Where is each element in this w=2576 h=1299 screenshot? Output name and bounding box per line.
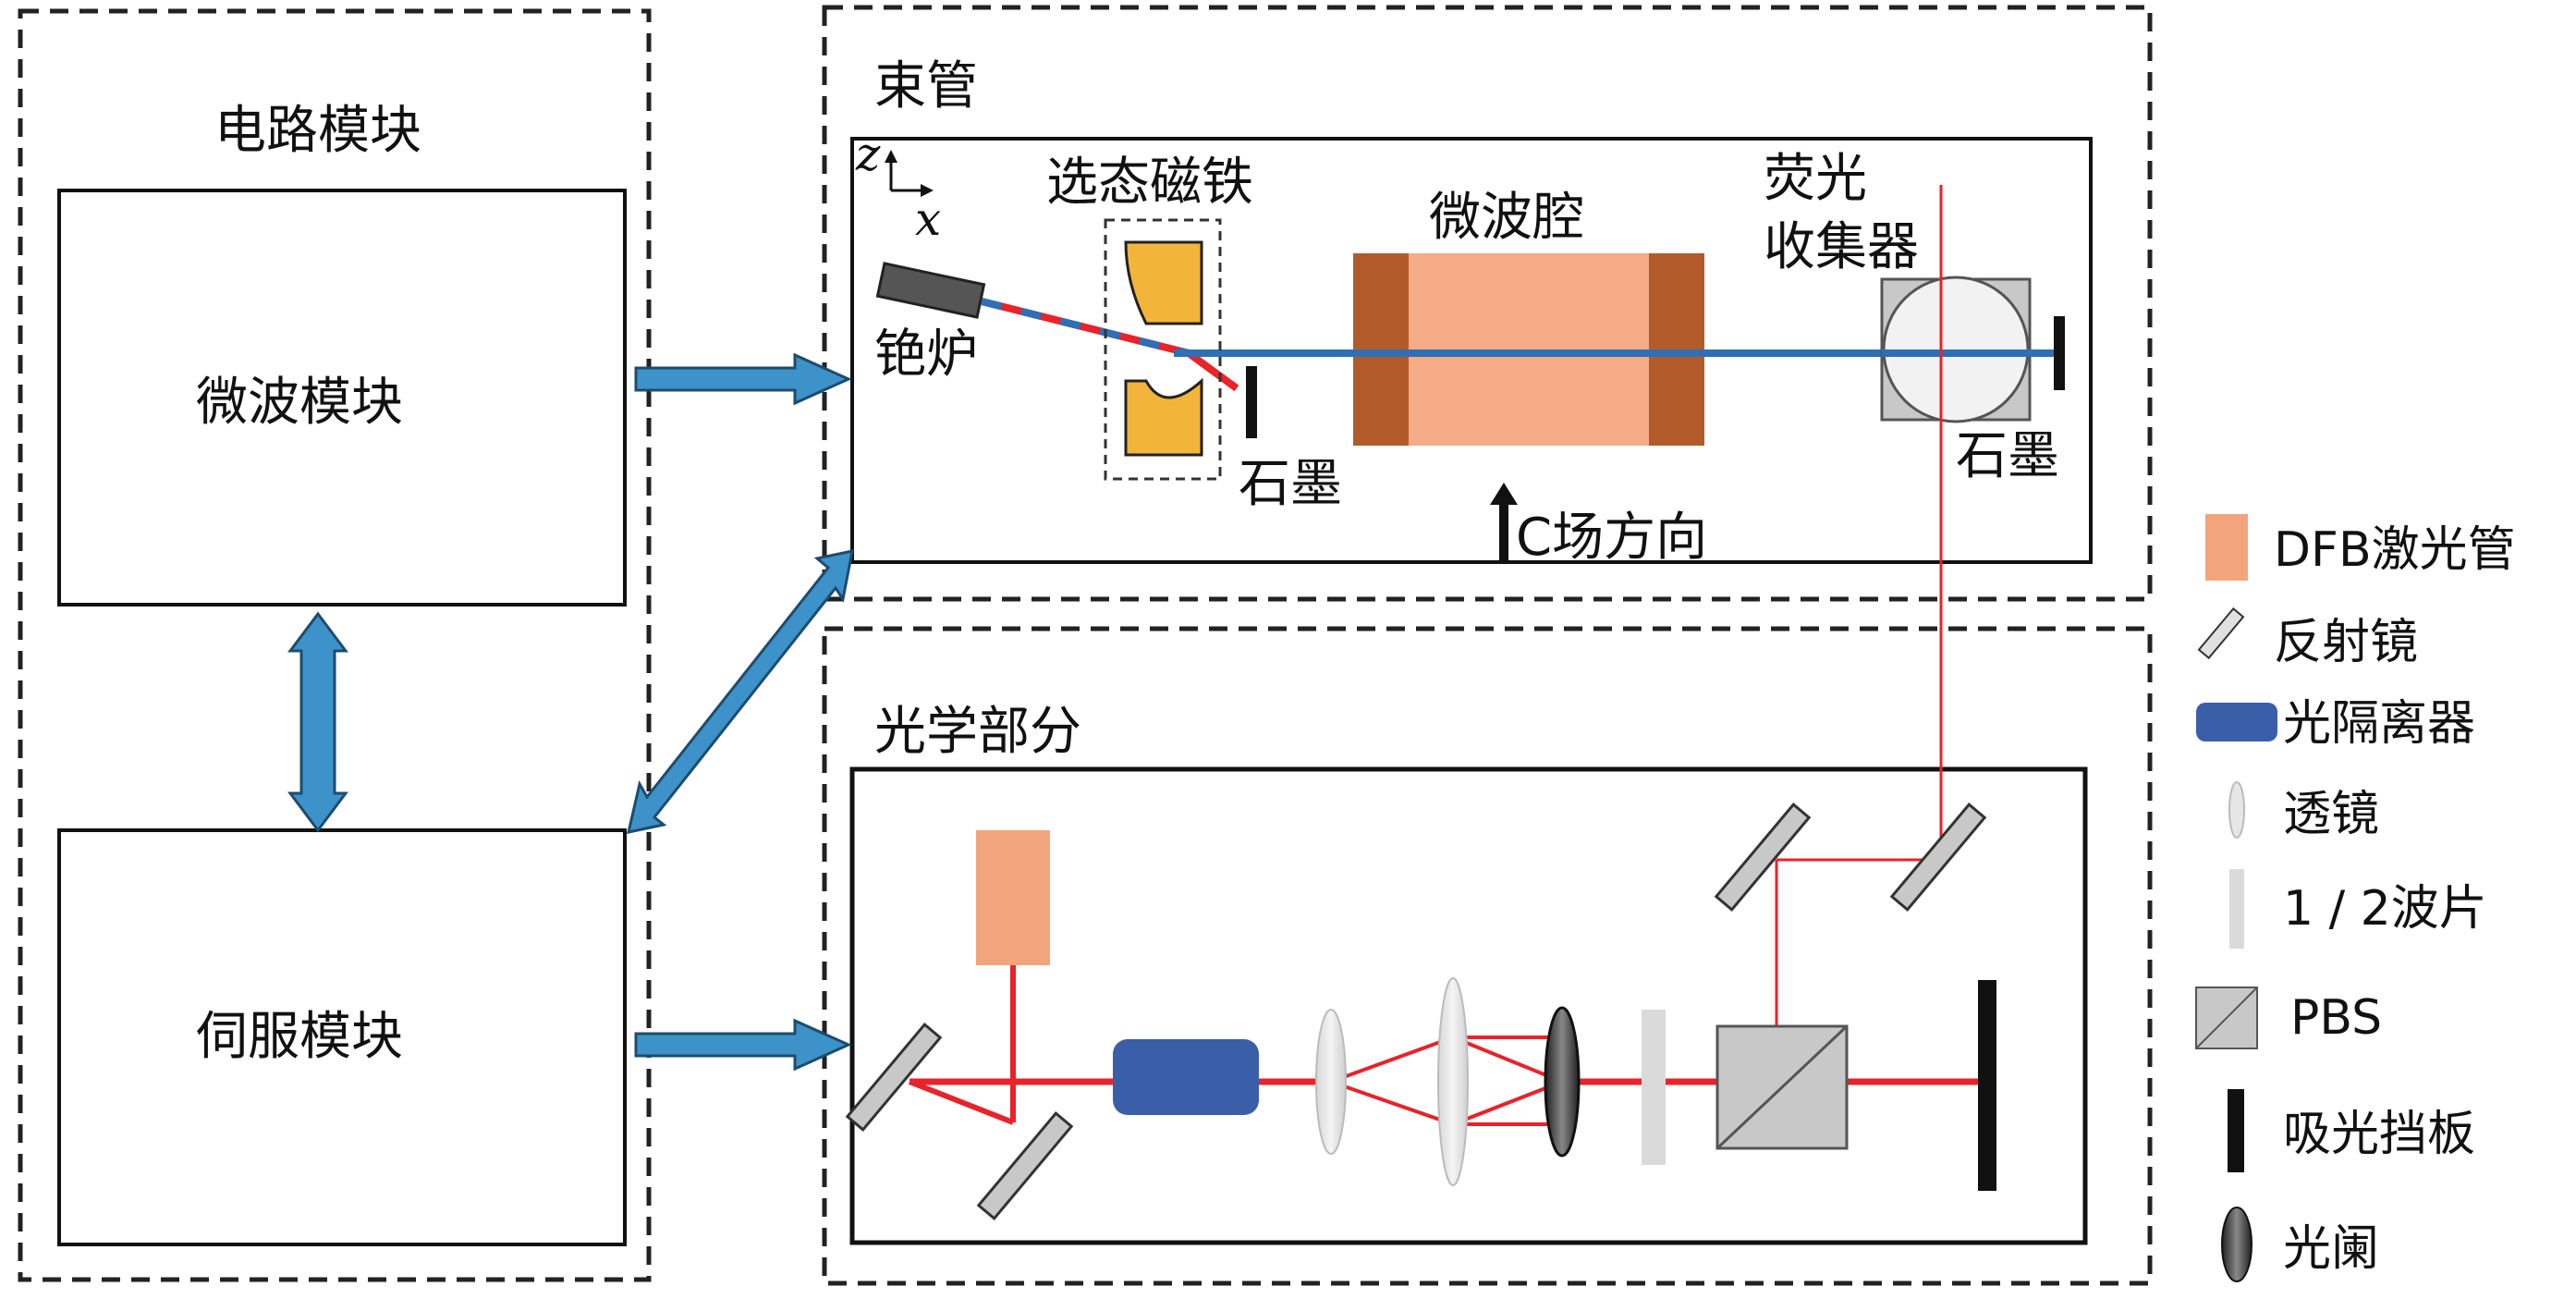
beam-tube-frame	[822, 5, 2153, 602]
graphite-left	[1246, 366, 1257, 438]
state-select-magnet-label: 选态磁铁	[1046, 153, 1253, 213]
microwave-module-label: 微波模块	[196, 373, 403, 433]
circuit-module-frame	[18, 8, 652, 1282]
optical-isolator	[1113, 1039, 1259, 1115]
fluorescence-collector-label-2: 收集器	[1764, 217, 1919, 277]
c-field-arrow-shaft	[1499, 499, 1508, 560]
fluorescence-collector-label-1: 荧光	[1764, 149, 1867, 209]
legend-label-lens: 透镜	[2283, 787, 2379, 842]
arrow-microwave-to-beamtube	[634, 352, 852, 406]
legend-label-optical-isolator: 光隔离器	[2283, 696, 2475, 752]
dfb-laser-icon	[2205, 514, 2248, 581]
pbs-diagonal	[1715, 1024, 1849, 1150]
magnet-pole-upper	[1124, 240, 1203, 325]
cesium-oven-label: 铯炉	[874, 325, 978, 385]
legend-label-aperture: 光阑	[2283, 1221, 2379, 1277]
mirror-left-upper	[845, 1023, 943, 1132]
legend-label-pbs: PBS	[2290, 990, 2382, 1046]
legend-label-dfb-laser: DFB激光管	[2274, 522, 2516, 578]
optics-inner-box	[849, 766, 2088, 1245]
coordinate-axes: z x	[855, 128, 941, 246]
axis-x-label: x	[915, 192, 941, 246]
pbs-icon-diagonal	[2195, 987, 2258, 1049]
arrow-servo-beamtube-diagonal	[627, 549, 854, 834]
c-field-direction-label: C场方向	[1516, 508, 1707, 568]
lens-2	[1437, 977, 1469, 1186]
servo-module-box	[57, 828, 627, 1246]
optics-title: 光学部分	[874, 702, 1081, 762]
connector-arrows	[287, 352, 854, 1072]
aperture-icon	[2221, 1207, 2252, 1282]
optical-isolator-icon	[2196, 703, 2277, 741]
arrow-servo-to-optics	[634, 1018, 852, 1072]
lens-icon	[2228, 781, 2245, 839]
dfb-laser	[976, 830, 1050, 965]
graphite-right-label: 石墨	[1956, 426, 2059, 486]
axis-z-label: z	[855, 128, 881, 181]
legend-label-half-wave-plate: 1 / 2波片	[2283, 881, 2487, 937]
half-wave-plate-icon	[2229, 869, 2244, 949]
beam-block-icon	[2228, 1089, 2244, 1172]
beam-tube-title: 束管	[874, 56, 978, 116]
atom-beam-deflected	[1186, 349, 1239, 392]
legend: DFB激光管 反射镜 光隔离器 透镜 1 / 2波片 PBS 吸光挡板 光阑	[2195, 514, 2516, 1282]
beam-block	[1978, 980, 1996, 1191]
microwave-cavity-label: 微波腔	[1429, 188, 1584, 248]
servo-module-label: 伺服模块	[196, 1007, 403, 1067]
circuit-module-group: 电路模块 微波模块 伺服模块	[18, 8, 652, 1282]
cesium-oven	[875, 262, 986, 319]
graphite-left-label: 石墨	[1239, 454, 1342, 514]
optics-group: 光学部分	[822, 185, 2153, 1286]
legend-label-mirror: 反射镜	[2274, 615, 2418, 670]
aperture	[1544, 1006, 1581, 1158]
mirror-icon	[2197, 607, 2245, 660]
mirror-right-upper-right	[1889, 803, 1987, 912]
lens-1	[1315, 1009, 1347, 1155]
c-field-arrow-head	[1490, 483, 1518, 505]
magnet-pole-lower	[1124, 377, 1203, 457]
state-select-magnet-frame	[1104, 218, 1222, 481]
circuit-module-title: 电路模块	[214, 101, 421, 161]
atom-beam-oven-segment-blue	[981, 298, 1190, 357]
microwave-module-box	[57, 189, 627, 607]
optics-frame	[822, 626, 2153, 1286]
mirror-left-lower	[976, 1111, 1074, 1220]
arrow-microwave-servo-bidirectional	[287, 611, 348, 833]
legend-label-beam-block: 吸光挡板	[2283, 1107, 2475, 1162]
beam-tube-group: 束管 z x 铯炉 选态磁铁 石墨 微波腔	[822, 5, 2153, 602]
mirror-right-upper-left	[1714, 803, 1812, 912]
graphite-right	[2054, 316, 2065, 390]
half-wave-plate	[1642, 1010, 1666, 1165]
